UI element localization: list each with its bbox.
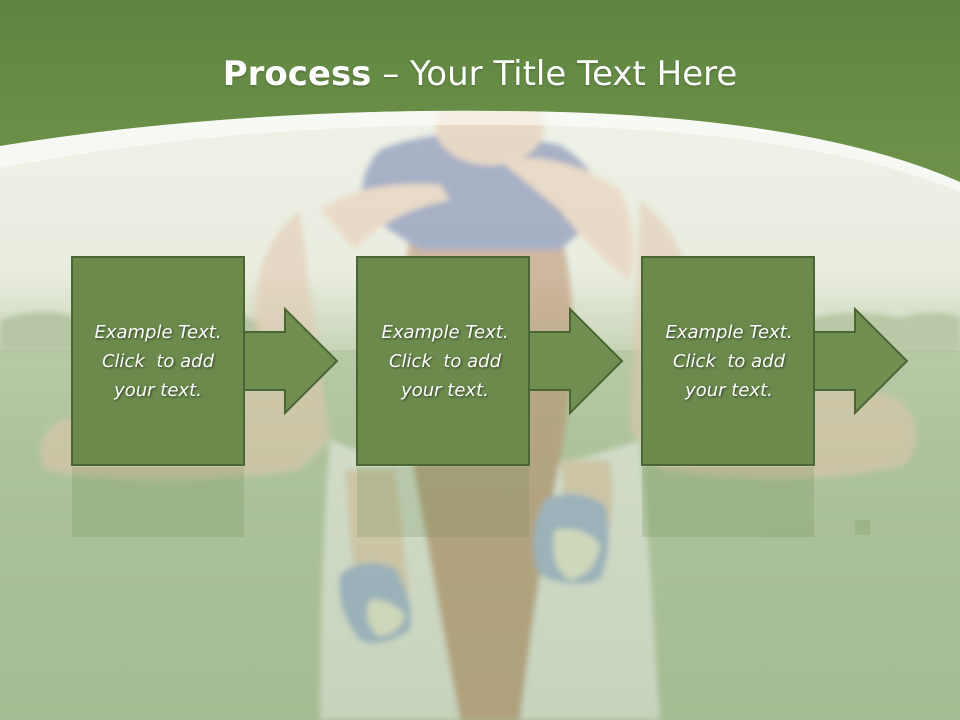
- step-2[interactable]: Example Text. Click to add your text.: [358, 257, 532, 465]
- step-1-text[interactable]: Example Text. Click to add your text.: [71, 257, 245, 465]
- step-2-line-2: Click to add: [388, 350, 501, 372]
- title-bold: Process: [222, 54, 372, 94]
- step-3-line-2: Click to add: [672, 350, 785, 372]
- step-3-text[interactable]: Example Text. Click to add your text.: [642, 257, 816, 465]
- step-3-arrow-icon: [813, 306, 909, 416]
- step-3[interactable]: Example Text. Click to add your text.: [642, 257, 816, 465]
- header-band: [0, 0, 960, 182]
- step-3-line-1: Example Text.: [665, 321, 793, 343]
- reflection: [72, 467, 870, 537]
- title-rest: – Your Title Text Here: [371, 54, 738, 94]
- step-1-line-1: Example Text.: [94, 321, 222, 343]
- step-2-line-1: Example Text.: [381, 321, 509, 343]
- step-1-arrow-icon: [243, 306, 339, 416]
- step-1-line-3: your text.: [114, 379, 202, 401]
- step-3-line-3: your text.: [685, 379, 773, 401]
- step-1-line-2: Click to add: [101, 350, 214, 372]
- step-1[interactable]: Example Text. Click to add your text.: [71, 257, 245, 465]
- step-2-line-3: your text.: [401, 379, 489, 401]
- process-diagram: [71, 256, 909, 466]
- slide-title[interactable]: Process – Your Title Text Here: [0, 52, 960, 96]
- step-1-box[interactable]: [71, 256, 245, 466]
- step-2-text[interactable]: Example Text. Click to add your text.: [358, 257, 532, 465]
- header-swoosh: [0, 110, 960, 192]
- step-2-box[interactable]: [356, 256, 530, 466]
- step-2-arrow-icon: [528, 306, 624, 416]
